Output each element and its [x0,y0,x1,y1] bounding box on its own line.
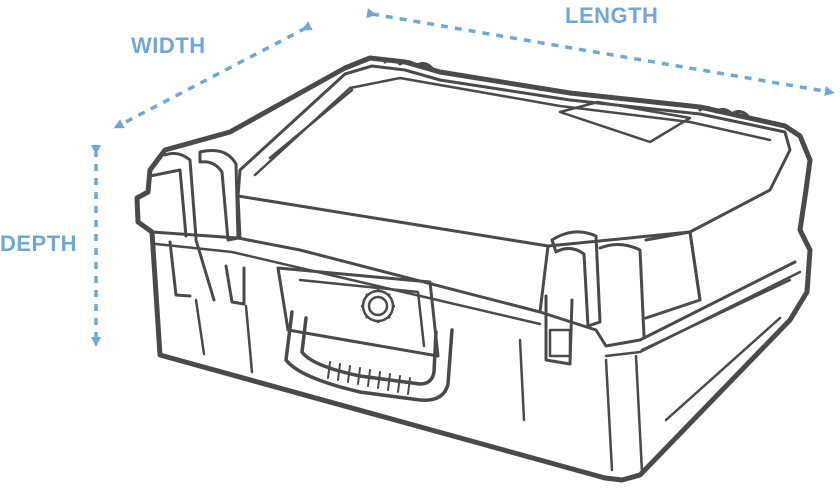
left-bumper [148,151,216,302]
pressure-valve-icon [361,289,395,323]
depth-label: DEPTH [0,231,78,256]
right-bumper [598,230,702,338]
side-face-lines [640,278,792,422]
lid-top [236,64,792,248]
lid-seam [150,230,797,348]
handle-grip-ribs [327,361,411,395]
lid-edge-back [253,76,772,177]
handle-housing-inner [298,278,426,348]
hard-case-icon [134,55,813,483]
handle-housing [276,266,440,358]
label-plate [558,100,692,144]
front-ribs [194,298,644,474]
lid-panel-line [268,88,354,160]
width-label: WIDTH [131,33,206,58]
length-label: LENGTH [565,3,659,28]
lid-seam-lower [154,242,802,358]
right-latch-lock [548,328,572,358]
dimension-arrows [91,8,835,347]
case-silhouette [134,55,813,483]
left-latch [198,149,246,306]
back-hinges [383,57,750,118]
